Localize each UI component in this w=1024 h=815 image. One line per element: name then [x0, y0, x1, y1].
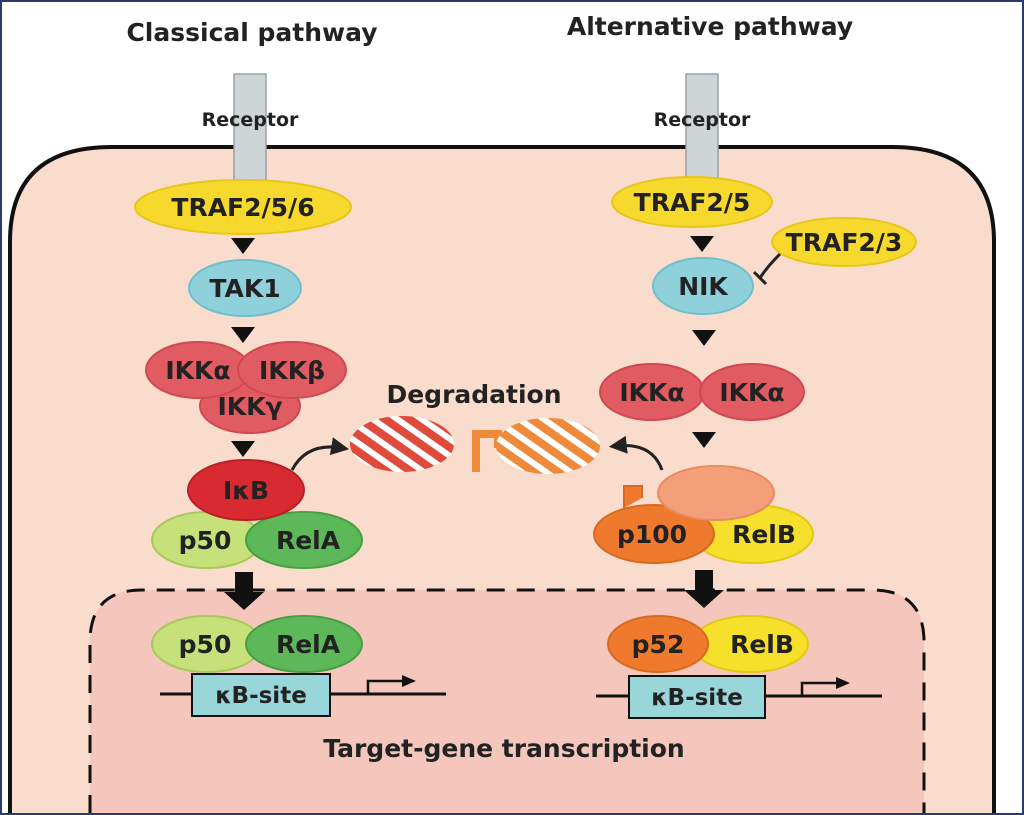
nuclear-relb-label: RelB: [730, 630, 794, 659]
rela-node: [245, 511, 363, 569]
arrow-tak1-to-ikk: [231, 327, 255, 343]
arrow-nik-to-ikk: [692, 330, 716, 346]
traf23-label: TRAF2/3: [786, 228, 903, 257]
classical-translocation-shaft: [235, 572, 253, 594]
classical-translocation-head: [224, 592, 264, 610]
rela-label: RelA: [276, 526, 341, 555]
alternative-pathway-title: Alternative pathway: [567, 12, 853, 41]
classical-transcription-arrowhead: [402, 675, 416, 687]
degradation-label: Degradation: [386, 380, 561, 409]
arrow-ikb-to-degradation: [290, 437, 350, 471]
nuclear-rela-label: RelA: [276, 630, 341, 659]
ikk-alpha-label: IKKα: [165, 356, 230, 385]
inhibition-traf23-to-nik: [758, 252, 782, 279]
alt-ikk-alpha-node-2: [699, 363, 805, 421]
ikk-beta-node: [237, 341, 347, 399]
alternative-transcription-start-arrow: [800, 681, 840, 696]
traf256-node: [134, 179, 352, 235]
tak1-label: TAK1: [209, 274, 280, 303]
ikk-gamma-label: IKKγ: [217, 392, 282, 421]
nuclear-rela-node: [245, 615, 363, 673]
alternative-transcription-arrowhead: [836, 677, 850, 689]
ikb-label: IκB: [223, 476, 269, 505]
nuclear-p52-label: p52: [632, 630, 685, 659]
arrow-traf-to-tak1: [231, 238, 255, 254]
arrow-ikk-to-ikb: [231, 441, 255, 457]
traf25-label: TRAF2/5: [634, 188, 751, 217]
classical-pathway-title: Classical pathway: [126, 18, 377, 47]
p100-tab: [623, 485, 643, 508]
nuclear-p50-label: p50: [179, 630, 232, 659]
ikb-node: [187, 459, 305, 521]
classical-transcription-start-arrow: [366, 679, 406, 694]
alternative-kb-site-label: κB-site: [651, 685, 743, 711]
tak1-node: [188, 259, 302, 317]
alternative-translocation-head: [684, 590, 724, 608]
inhibition-bar: [752, 270, 768, 286]
traf25-node: [611, 176, 773, 228]
alternative-receptor-label: Receptor: [654, 109, 751, 131]
p100-node: [593, 504, 715, 564]
alternative-kb-site-box: [628, 675, 766, 719]
traf23-node: [771, 217, 917, 267]
classical-receptor: [233, 73, 267, 185]
nik-label: NIK: [678, 272, 729, 301]
arrow-p100-to-degradation: [608, 435, 664, 471]
p100-label: p100: [617, 520, 687, 549]
degraded-ikb-fragment: [350, 416, 454, 472]
classical-kb-site-box: [191, 673, 331, 717]
ikk-beta-label: IKKβ: [259, 356, 325, 385]
arrow-traf25-to-nik: [690, 236, 714, 252]
target-gene-label: Target-gene transcription: [323, 734, 684, 763]
nuclear-p52-node: [607, 615, 709, 673]
alternative-receptor: [685, 73, 719, 185]
arrow-ikk-to-p100: [692, 432, 716, 448]
nik-node: [652, 257, 754, 315]
alt-ikk-alpha-label-2: IKKα: [719, 378, 784, 407]
p100-ankyrin-domain: [657, 465, 775, 521]
degraded-p100-fragment: [496, 418, 600, 474]
classical-receptor-label: Receptor: [202, 109, 299, 131]
alternative-translocation-shaft: [695, 570, 713, 592]
relb-label: RelB: [732, 520, 796, 549]
alt-ikk-alpha-label-1: IKKα: [619, 378, 684, 407]
traf256-label: TRAF2/5/6: [171, 193, 314, 222]
classical-kb-site-label: κB-site: [215, 683, 307, 709]
p50-label: p50: [179, 526, 232, 555]
